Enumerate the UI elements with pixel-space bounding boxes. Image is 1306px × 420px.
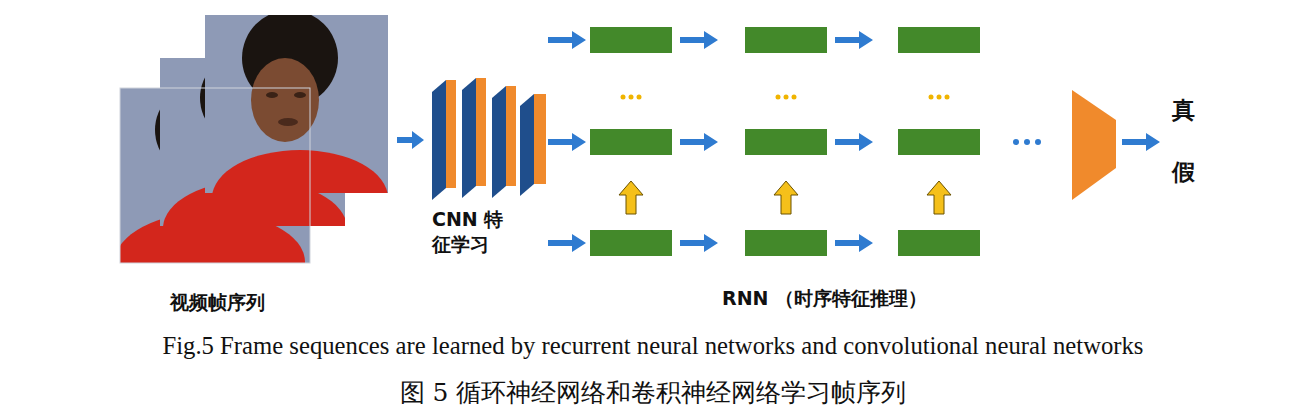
node-label: 视频帧序列 [170,290,370,315]
figure-caption: Fig.5 Frame sequences are learned by rec… [0,332,1306,360]
node-label: CNN 特征学习 [432,207,518,256]
up-arrow [619,181,951,214]
caption-zh: 图 5 循环神经网络和卷积神经网络学习帧序列 [0,376,1306,409]
ellipsis-dots [621,95,950,100]
output-label: 真 [1172,95,1195,126]
rnn-cell [590,27,980,256]
output-label: 假 [1172,157,1195,188]
flow-arrow [548,31,1160,252]
cnn-module: CNN 特征学习 [425,65,547,270]
cnn-block [432,78,546,200]
classifier [1072,90,1116,200]
frame-sequence: 视频帧序列 [118,12,394,319]
ellipsis-dots [1013,139,1041,145]
video-frame [205,15,388,193]
flow-arrow [397,131,424,149]
rnn-label: RNN （时序特征推理） [722,286,927,312]
